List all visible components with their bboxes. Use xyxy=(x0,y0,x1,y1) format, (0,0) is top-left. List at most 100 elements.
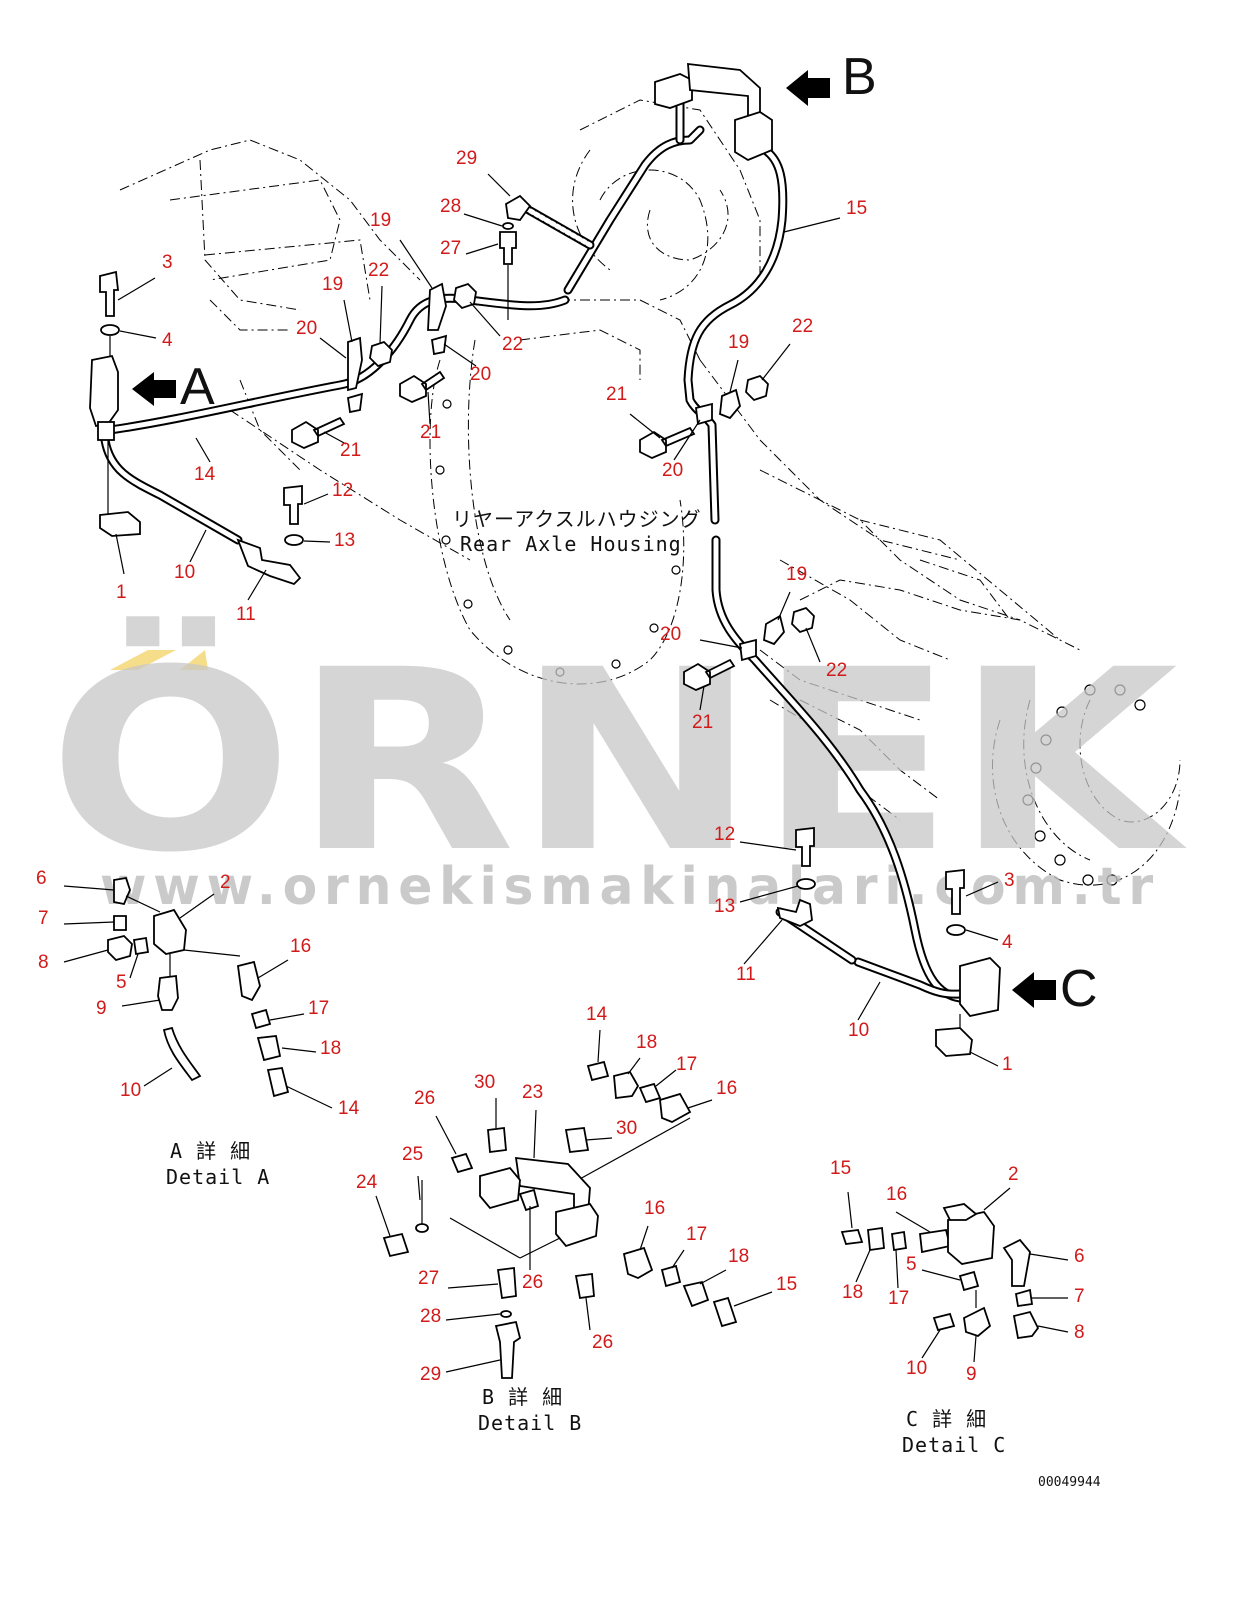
bolt-3 xyxy=(99,270,120,317)
callout-m13: 13 xyxy=(303,530,355,551)
callout-number: 18 xyxy=(842,1282,863,1303)
callout-c18: 18 xyxy=(842,1249,871,1303)
bracket-1 xyxy=(99,511,141,537)
callout-leader xyxy=(627,1057,641,1075)
callout-number: 16 xyxy=(290,936,311,957)
detail-b-parts xyxy=(382,1060,738,1379)
view-arrow-a: A xyxy=(132,358,215,416)
callout-number: 22 xyxy=(368,260,389,281)
callout-leader xyxy=(445,1359,501,1373)
detail-c-block xyxy=(947,1210,995,1265)
callout-number: 17 xyxy=(308,998,329,1019)
callout-leader xyxy=(63,949,109,963)
callout-leader xyxy=(121,999,161,1007)
callout-number: 17 xyxy=(686,1224,707,1245)
callout-number: 8 xyxy=(1074,1322,1085,1343)
callout-leader xyxy=(443,343,477,367)
callout-m3: 3 xyxy=(117,252,173,301)
callout-number: 30 xyxy=(474,1072,495,1093)
bracket-1b xyxy=(935,1027,973,1057)
callout-leader xyxy=(285,1085,333,1109)
callout-number: 16 xyxy=(886,1184,907,1205)
callout-leader xyxy=(969,1051,999,1067)
view-arrow-b: B xyxy=(786,48,877,106)
callout-m13b: 13 xyxy=(714,885,799,917)
callout-leader xyxy=(435,1115,457,1155)
callout-a18: 18 xyxy=(281,1038,341,1059)
callout-c5: 5 xyxy=(906,1254,961,1281)
callout-number: 26 xyxy=(522,1272,543,1293)
callout-number: 11 xyxy=(736,964,756,985)
housing-flange-holes xyxy=(435,399,1146,886)
callout-number: 17 xyxy=(676,1054,697,1075)
clamp-19b xyxy=(427,282,447,331)
callout-a17: 17 xyxy=(269,998,329,1021)
callout-a2: 2 xyxy=(179,872,231,919)
callout-number: 22 xyxy=(792,316,813,337)
callout-leader xyxy=(699,685,705,711)
coupler-11 xyxy=(236,538,302,586)
callout-number: 20 xyxy=(470,364,491,385)
callout-m12: 12 xyxy=(303,480,353,505)
callout-number: 3 xyxy=(162,252,173,273)
watermark-url: www.ornekismakinalari.com.tr xyxy=(100,857,1160,917)
callout-leader xyxy=(1029,1253,1069,1261)
callout-m21a: 21 xyxy=(323,431,361,461)
callout-number: 29 xyxy=(456,148,477,169)
callout-number: 18 xyxy=(320,1038,341,1059)
callout-c9: 9 xyxy=(966,1335,977,1385)
callout-b18b: 18 xyxy=(699,1246,749,1285)
callout-m19c: 19 xyxy=(728,332,749,393)
callout-number: 4 xyxy=(1002,932,1013,953)
callout-leader xyxy=(777,591,791,621)
callout-number: 18 xyxy=(728,1246,749,1267)
callout-leader xyxy=(739,885,799,903)
callout-number: 26 xyxy=(592,1332,613,1353)
callout-leader xyxy=(739,841,797,851)
callout-number: 18 xyxy=(636,1032,657,1053)
callout-b24: 24 xyxy=(356,1172,391,1237)
callout-leader xyxy=(343,299,353,343)
callout-leader xyxy=(469,301,501,337)
callout-leader xyxy=(847,1191,853,1229)
callout-number: 8 xyxy=(38,952,49,973)
callout-leader xyxy=(269,1013,305,1021)
callout-leader xyxy=(783,217,841,233)
view-arrow-c-label: C xyxy=(1060,960,1098,1018)
callout-leader xyxy=(855,1249,871,1283)
callout-m20b: 20 xyxy=(443,343,491,385)
washer-4 xyxy=(100,324,120,336)
callout-number: 16 xyxy=(716,1078,737,1099)
callout-leader xyxy=(597,1029,601,1063)
bolt-21b xyxy=(399,370,446,403)
callout-c15: 15 xyxy=(830,1158,853,1229)
callout-number: 2 xyxy=(220,872,231,893)
coupler-11b xyxy=(776,898,813,927)
callout-leader xyxy=(399,239,433,289)
callout-leader xyxy=(115,533,125,575)
callout-c6: 6 xyxy=(1029,1246,1085,1267)
callout-number: 14 xyxy=(194,464,216,485)
watermark: ÖRNEK www.ornekismakinalari.com.tr xyxy=(48,616,1188,917)
callout-b16: 16 xyxy=(687,1078,737,1109)
callout-b14: 14 xyxy=(586,1004,608,1063)
clamp-20a xyxy=(346,392,364,414)
callout-number: 17 xyxy=(888,1288,909,1309)
callout-a9: 9 xyxy=(96,998,161,1019)
callout-leader xyxy=(417,1175,421,1201)
callout-leader xyxy=(699,639,743,649)
clamp-20c xyxy=(695,402,713,426)
callout-number: 10 xyxy=(848,1020,869,1041)
callout-leader xyxy=(671,1249,685,1269)
callout-leader xyxy=(585,1137,613,1141)
callout-number: 3 xyxy=(1004,870,1015,891)
callout-m21c: 21 xyxy=(606,384,661,439)
callout-leader xyxy=(655,1069,677,1087)
callout-leader xyxy=(143,1067,173,1087)
callout-leader xyxy=(895,1211,931,1233)
callout-b28: 28 xyxy=(420,1306,501,1327)
callout-leader xyxy=(463,213,503,227)
bolt-12 xyxy=(283,484,303,525)
detail-a-caption: A 詳 細 Detail A xyxy=(166,1139,269,1189)
